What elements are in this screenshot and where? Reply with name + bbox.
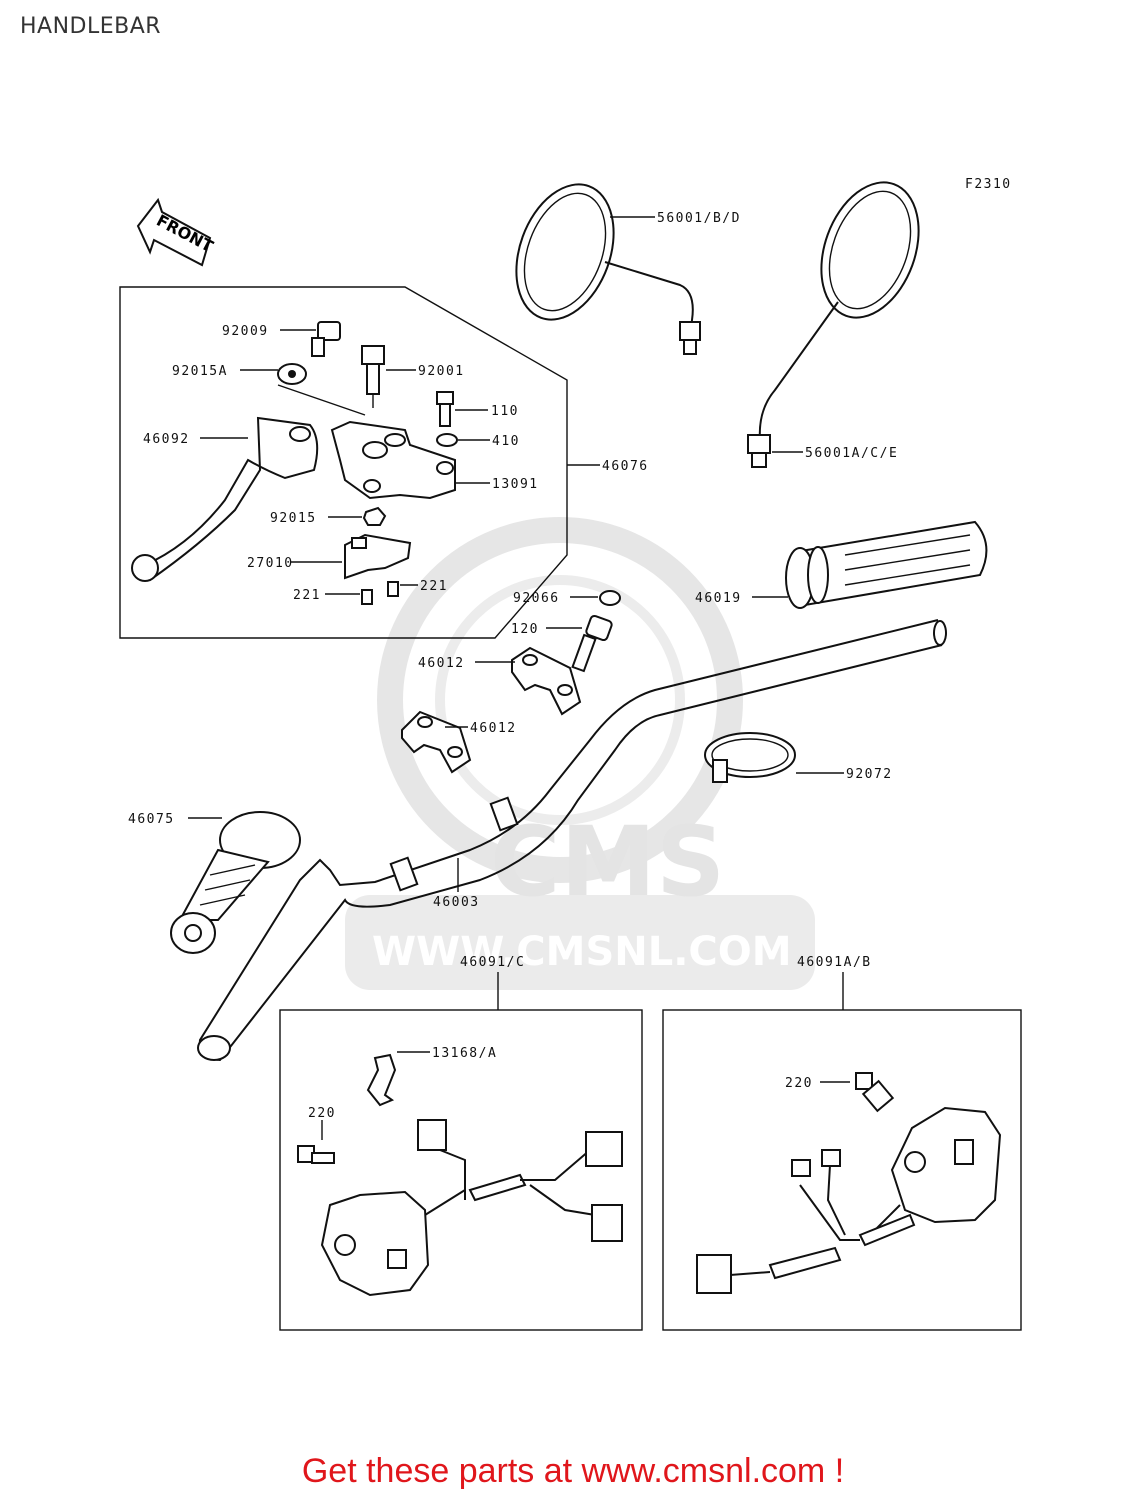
label-band-92072: 92072 bbox=[846, 767, 893, 782]
switch-left-box bbox=[279, 1009, 643, 1331]
label-screw-220-left: 220 bbox=[308, 1106, 336, 1121]
label-nut-92015: 92015 bbox=[270, 511, 317, 526]
label-nut-92015a: 92015A bbox=[172, 364, 228, 379]
label-switch-27010: 27010 bbox=[247, 556, 294, 571]
bolt-92001-icon bbox=[361, 345, 385, 408]
front-arrow-icon: FRONT bbox=[136, 197, 216, 267]
screw-220-left-icon bbox=[297, 1145, 335, 1164]
screw-92009-icon bbox=[311, 321, 341, 357]
nut-92015-icon bbox=[362, 506, 387, 526]
switch-27010-icon bbox=[344, 533, 412, 580]
parts-diagram: CMS WWW.CMSNL.COM F2310 FRONT 56001/B/D … bbox=[119, 177, 1022, 1331]
label-mirror-left: 56001A/C/E bbox=[805, 446, 898, 461]
handlebar-46003-icon bbox=[197, 619, 947, 1062]
label-washer-92066: 92066 bbox=[513, 591, 560, 606]
lever-assembly-box bbox=[119, 286, 568, 639]
washer-92066-icon bbox=[599, 590, 621, 606]
label-grip-46075: 46075 bbox=[128, 812, 175, 827]
label-switch-right: 46091A/B bbox=[797, 955, 872, 970]
label-clamp-13168: 13168/A bbox=[432, 1046, 497, 1061]
bolt-120-icon bbox=[571, 614, 613, 673]
label-washer-410: 410 bbox=[492, 434, 520, 449]
figure-code: F2310 bbox=[965, 177, 1012, 192]
label-mirror-right: 56001/B/D bbox=[657, 211, 741, 226]
switch-left-icon bbox=[320, 1119, 623, 1297]
label-holder-13091: 13091 bbox=[492, 477, 539, 492]
label-grip-46019: 46019 bbox=[695, 591, 742, 606]
band-92072-icon bbox=[704, 732, 796, 783]
label-handlebar-46003: 46003 bbox=[433, 895, 480, 910]
label-bolt-92001: 92001 bbox=[418, 364, 465, 379]
label-lever-46092: 46092 bbox=[143, 432, 190, 447]
label-assembly-46076: 46076 bbox=[602, 459, 649, 474]
footer-link-text[interactable]: Get these parts at www.cmsnl.com ! bbox=[301, 1452, 845, 1490]
nut-92015a-icon bbox=[277, 363, 307, 385]
label-bolt-120: 120 bbox=[511, 622, 539, 637]
label-screw-221-right: 221 bbox=[420, 579, 448, 594]
label-screw-92009: 92009 bbox=[222, 324, 269, 339]
clamp-13168-icon bbox=[366, 1053, 397, 1107]
lever-46092-icon bbox=[131, 416, 319, 582]
watermark-url: WWW.CMSNL.COM bbox=[372, 929, 792, 975]
washer-410-icon bbox=[436, 433, 458, 447]
label-screw-221-left: 221 bbox=[293, 588, 321, 603]
mirror-left-icon bbox=[747, 181, 920, 468]
watermark: CMS WWW.CMSNL.COM bbox=[345, 517, 815, 990]
watermark-brand: CMS bbox=[490, 806, 725, 918]
label-bolt-110: 110 bbox=[491, 404, 519, 419]
page-title: HANDLEBAR bbox=[20, 14, 162, 39]
label-screw-220-right: 220 bbox=[785, 1076, 813, 1091]
label-clamp-upper: 46012 bbox=[418, 656, 465, 671]
mirror-right-icon bbox=[515, 183, 701, 355]
grip-46019-icon bbox=[785, 520, 988, 609]
switch-right-box bbox=[662, 1009, 1022, 1331]
switch-right-icon bbox=[696, 1106, 1002, 1294]
grip-46075-icon bbox=[170, 811, 301, 954]
holder-13091-icon bbox=[330, 420, 456, 500]
clamp-upper-icon bbox=[511, 646, 582, 716]
bolt-110-icon bbox=[436, 391, 454, 427]
label-clamp-lower: 46012 bbox=[470, 721, 517, 736]
screw-221-icon bbox=[361, 581, 399, 605]
screw-220-right-icon bbox=[855, 1072, 895, 1113]
label-switch-left: 46091/C bbox=[460, 955, 525, 970]
